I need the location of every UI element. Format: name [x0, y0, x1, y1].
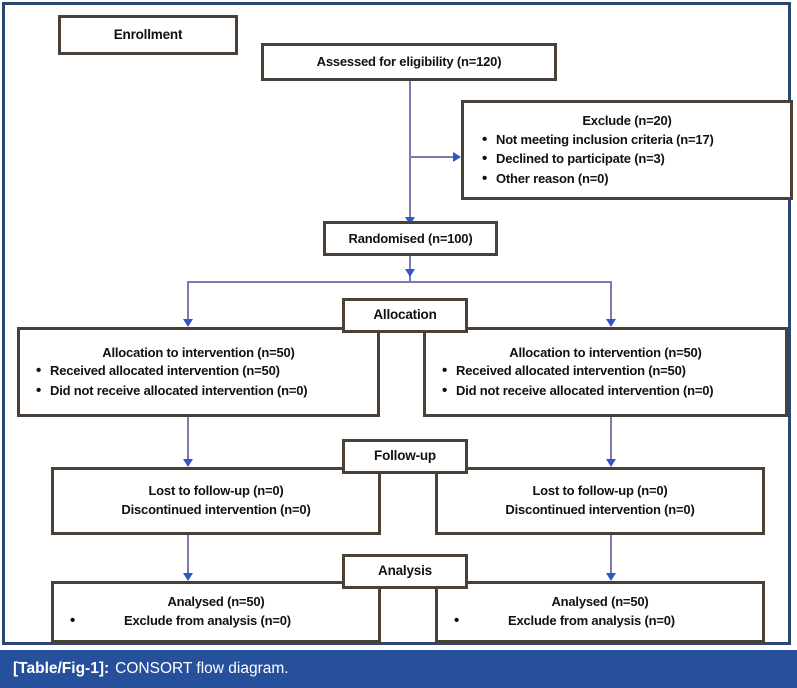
node-assessed-title: Assessed for eligibility (n=120) — [316, 54, 502, 70]
figure-caption-bar: [Table/Fig-1]: CONSORT flow diagram. — [0, 650, 797, 688]
node-allocation-left-item-2: Did not receive allocated intervention (… — [28, 380, 369, 402]
node-followup-left-line-1: Lost to follow-up (n=0) — [148, 483, 284, 499]
arrowhead-allocation-left — [183, 319, 193, 327]
node-allocation-right-item-1: Received allocated intervention (n=50) — [434, 360, 777, 382]
node-followup-right-line-1: Lost to follow-up (n=0) — [532, 483, 668, 499]
diagram-frame: Enrollment Assessed for eligibility (n=1… — [2, 2, 793, 645]
node-analysis-right: Analysed (n=50) Exclude from analysis (n… — [435, 581, 765, 643]
stage-label-allocation-text: Allocation — [373, 307, 437, 323]
connector-allocation-left-to-followup-left — [187, 417, 189, 463]
connector-followup-right-to-analysis-right — [610, 533, 612, 577]
arrowhead-followup-right — [606, 459, 616, 467]
stage-label-analysis: Analysis — [342, 554, 468, 589]
arrowhead-analysis-right — [606, 573, 616, 581]
node-allocation-left-item-1: Received allocated intervention (n=50) — [28, 360, 369, 382]
stage-label-analysis-text: Analysis — [378, 563, 432, 579]
node-analysis-left: Analysed (n=50) Exclude from analysis (n… — [51, 581, 381, 643]
connector-split-bar — [187, 281, 612, 283]
node-randomised-title: Randomised (n=100) — [348, 230, 473, 246]
connector-assessed-to-exclude — [409, 156, 455, 158]
node-exclude-item-3: Other reason (n=0) — [474, 168, 780, 190]
node-analysis-left-item-1: Exclude from analysis (n=0) — [62, 610, 370, 632]
connector-followup-left-to-analysis-left — [187, 533, 189, 577]
node-followup-right-line-2: Discontinued intervention (n=0) — [505, 502, 695, 517]
arrowhead-randomised-down — [405, 269, 415, 277]
node-exclude-title: Exclude (n=20) — [582, 112, 672, 128]
node-exclude-item-2: Declined to participate (n=3) — [474, 148, 780, 170]
node-exclude: Exclude (n=20) Not meeting inclusion cri… — [461, 100, 793, 200]
connector-split-to-allocation-right — [610, 281, 612, 323]
node-analysis-right-item-1: Exclude from analysis (n=0) — [446, 610, 754, 632]
node-randomised: Randomised (n=100) — [323, 221, 498, 256]
node-analysis-left-title: Analysed (n=50) — [167, 594, 265, 610]
stage-label-enrollment: Enrollment — [58, 15, 238, 55]
node-assessed-for-eligibility: Assessed for eligibility (n=120) — [261, 43, 557, 81]
node-exclude-item-1: Not meeting inclusion criteria (n=17) — [474, 129, 780, 151]
node-allocation-right-item-2: Did not receive allocated intervention (… — [434, 380, 777, 402]
node-allocation-right-title: Allocation to intervention (n=50) — [509, 344, 702, 360]
node-allocation-left-title: Allocation to intervention (n=50) — [102, 344, 295, 360]
node-followup-left-line-2: Discontinued intervention (n=0) — [121, 502, 311, 517]
stage-label-followup-text: Follow-up — [374, 448, 436, 464]
stage-label-allocation: Allocation — [342, 298, 468, 333]
node-followup-left: Lost to follow-up (n=0) Discontinued int… — [51, 467, 381, 535]
connector-assessed-to-randomised — [409, 81, 411, 225]
node-analysis-right-title: Analysed (n=50) — [551, 594, 649, 610]
arrowhead-analysis-left — [183, 573, 193, 581]
stage-label-followup: Follow-up — [342, 439, 468, 474]
node-allocation-left: Allocation to intervention (n=50) Receiv… — [17, 327, 380, 417]
node-allocation-right: Allocation to intervention (n=50) Receiv… — [423, 327, 788, 417]
connector-allocation-right-to-followup-right — [610, 417, 612, 463]
figure-caption-label: [Table/Fig-1]: — [13, 660, 110, 677]
figure-caption-text: CONSORT flow diagram. — [115, 660, 289, 677]
stage-label-enrollment-text: Enrollment — [113, 26, 183, 42]
node-followup-right: Lost to follow-up (n=0) Discontinued int… — [435, 467, 765, 535]
arrowhead-assessed-to-exclude — [453, 152, 461, 162]
arrowhead-allocation-right — [606, 319, 616, 327]
arrowhead-followup-left — [183, 459, 193, 467]
connector-split-to-allocation-left — [187, 281, 189, 323]
